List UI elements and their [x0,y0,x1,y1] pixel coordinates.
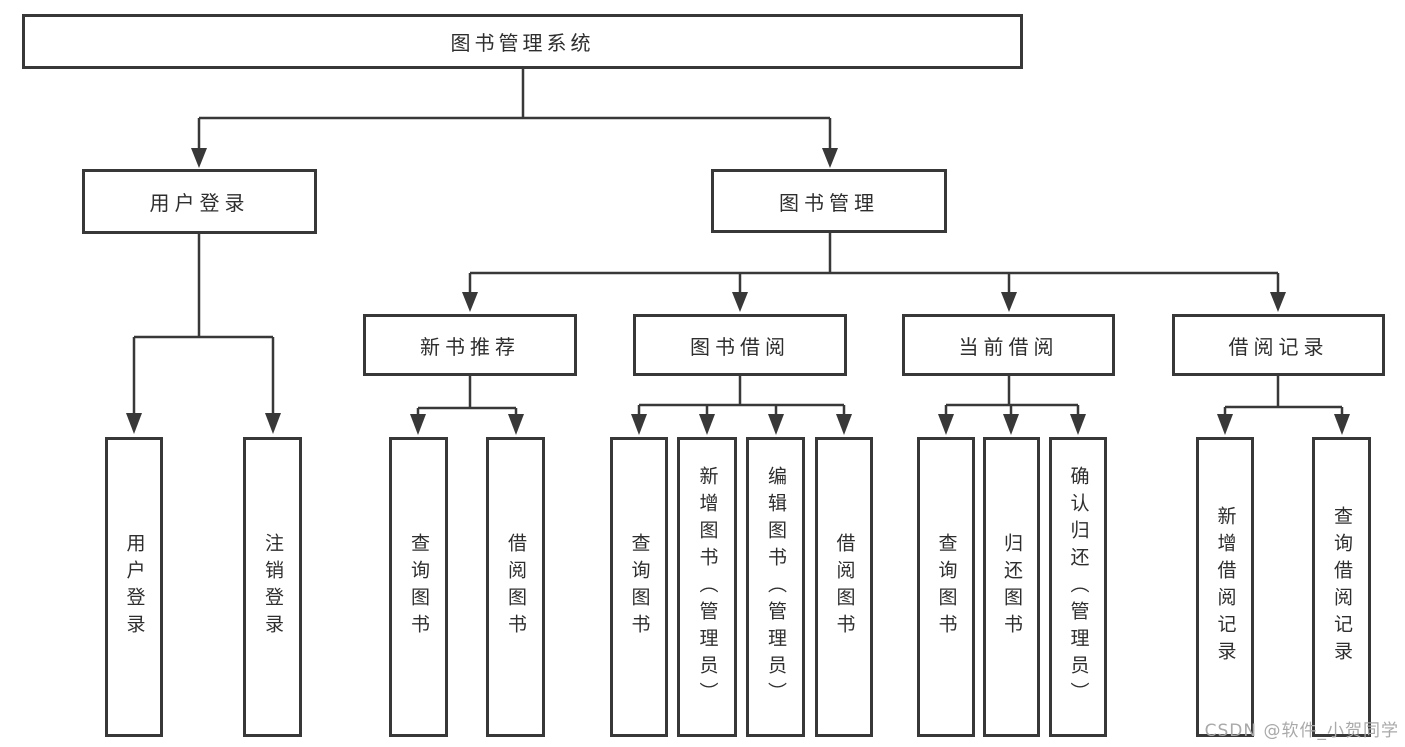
node-current-borrow: 当前借阅 [902,314,1115,376]
leaf-confirm-return-admin: 确认归还（管理员） [1049,437,1107,737]
leaf-label: 确认归还（管理员） [1067,465,1090,709]
node-label: 新书推荐 [420,334,520,359]
leaf-return-books: 归还图书 [983,437,1040,737]
leaf-label: 注销登录 [262,533,284,641]
leaf-query-books-recommend: 查询图书 [389,437,448,737]
leaf-label: 查询图书 [935,533,958,641]
node-label: 借阅记录 [1228,334,1329,359]
leaf-label: 借阅图书 [505,533,527,641]
leaf-label: 查询图书 [408,533,430,641]
node-book-management: 图书管理 [711,169,947,233]
leaf-user-login: 用户登录 [105,437,163,737]
leaf-label: 查询借阅记录 [1331,506,1353,668]
node-label: 用户登录 [149,191,250,215]
node-label: 图书管理系统 [450,31,595,55]
leaf-edit-book-admin: 编辑图书（管理员） [746,437,805,737]
node-new-book-recommend: 新书推荐 [363,314,577,376]
leaf-label: 新增借阅记录 [1214,506,1237,668]
leaf-borrow-books: 借阅图书 [815,437,873,737]
leaf-logout: 注销登录 [243,437,302,737]
node-label: 当前借阅 [958,334,1059,359]
leaf-query-books-borrow: 查询图书 [610,437,668,737]
leaf-query-books-current: 查询图书 [917,437,975,737]
node-user-login: 用户登录 [82,169,317,234]
node-borrow-records: 借阅记录 [1172,314,1385,376]
leaf-query-borrow-record: 查询借阅记录 [1312,437,1371,737]
leaf-borrow-books-recommend: 借阅图书 [486,437,545,737]
leaf-add-borrow-record: 新增借阅记录 [1196,437,1254,737]
node-library-management-system: 图书管理系统 [22,14,1023,69]
node-label: 图书管理 [779,190,879,215]
watermark: CSDN @软件_小贺同学 [1204,721,1399,741]
leaf-label: 用户登录 [123,533,146,641]
leaf-label: 编辑图书（管理员） [765,465,787,709]
leaf-label: 查询图书 [628,533,651,641]
leaf-add-book-admin: 新增图书（管理员） [677,437,737,737]
node-book-borrow: 图书借阅 [633,314,847,376]
leaf-label: 新增图书（管理员） [696,465,719,709]
leaf-label: 借阅图书 [833,533,856,641]
leaf-label: 归还图书 [1001,533,1023,641]
node-label: 图书借阅 [690,334,790,359]
